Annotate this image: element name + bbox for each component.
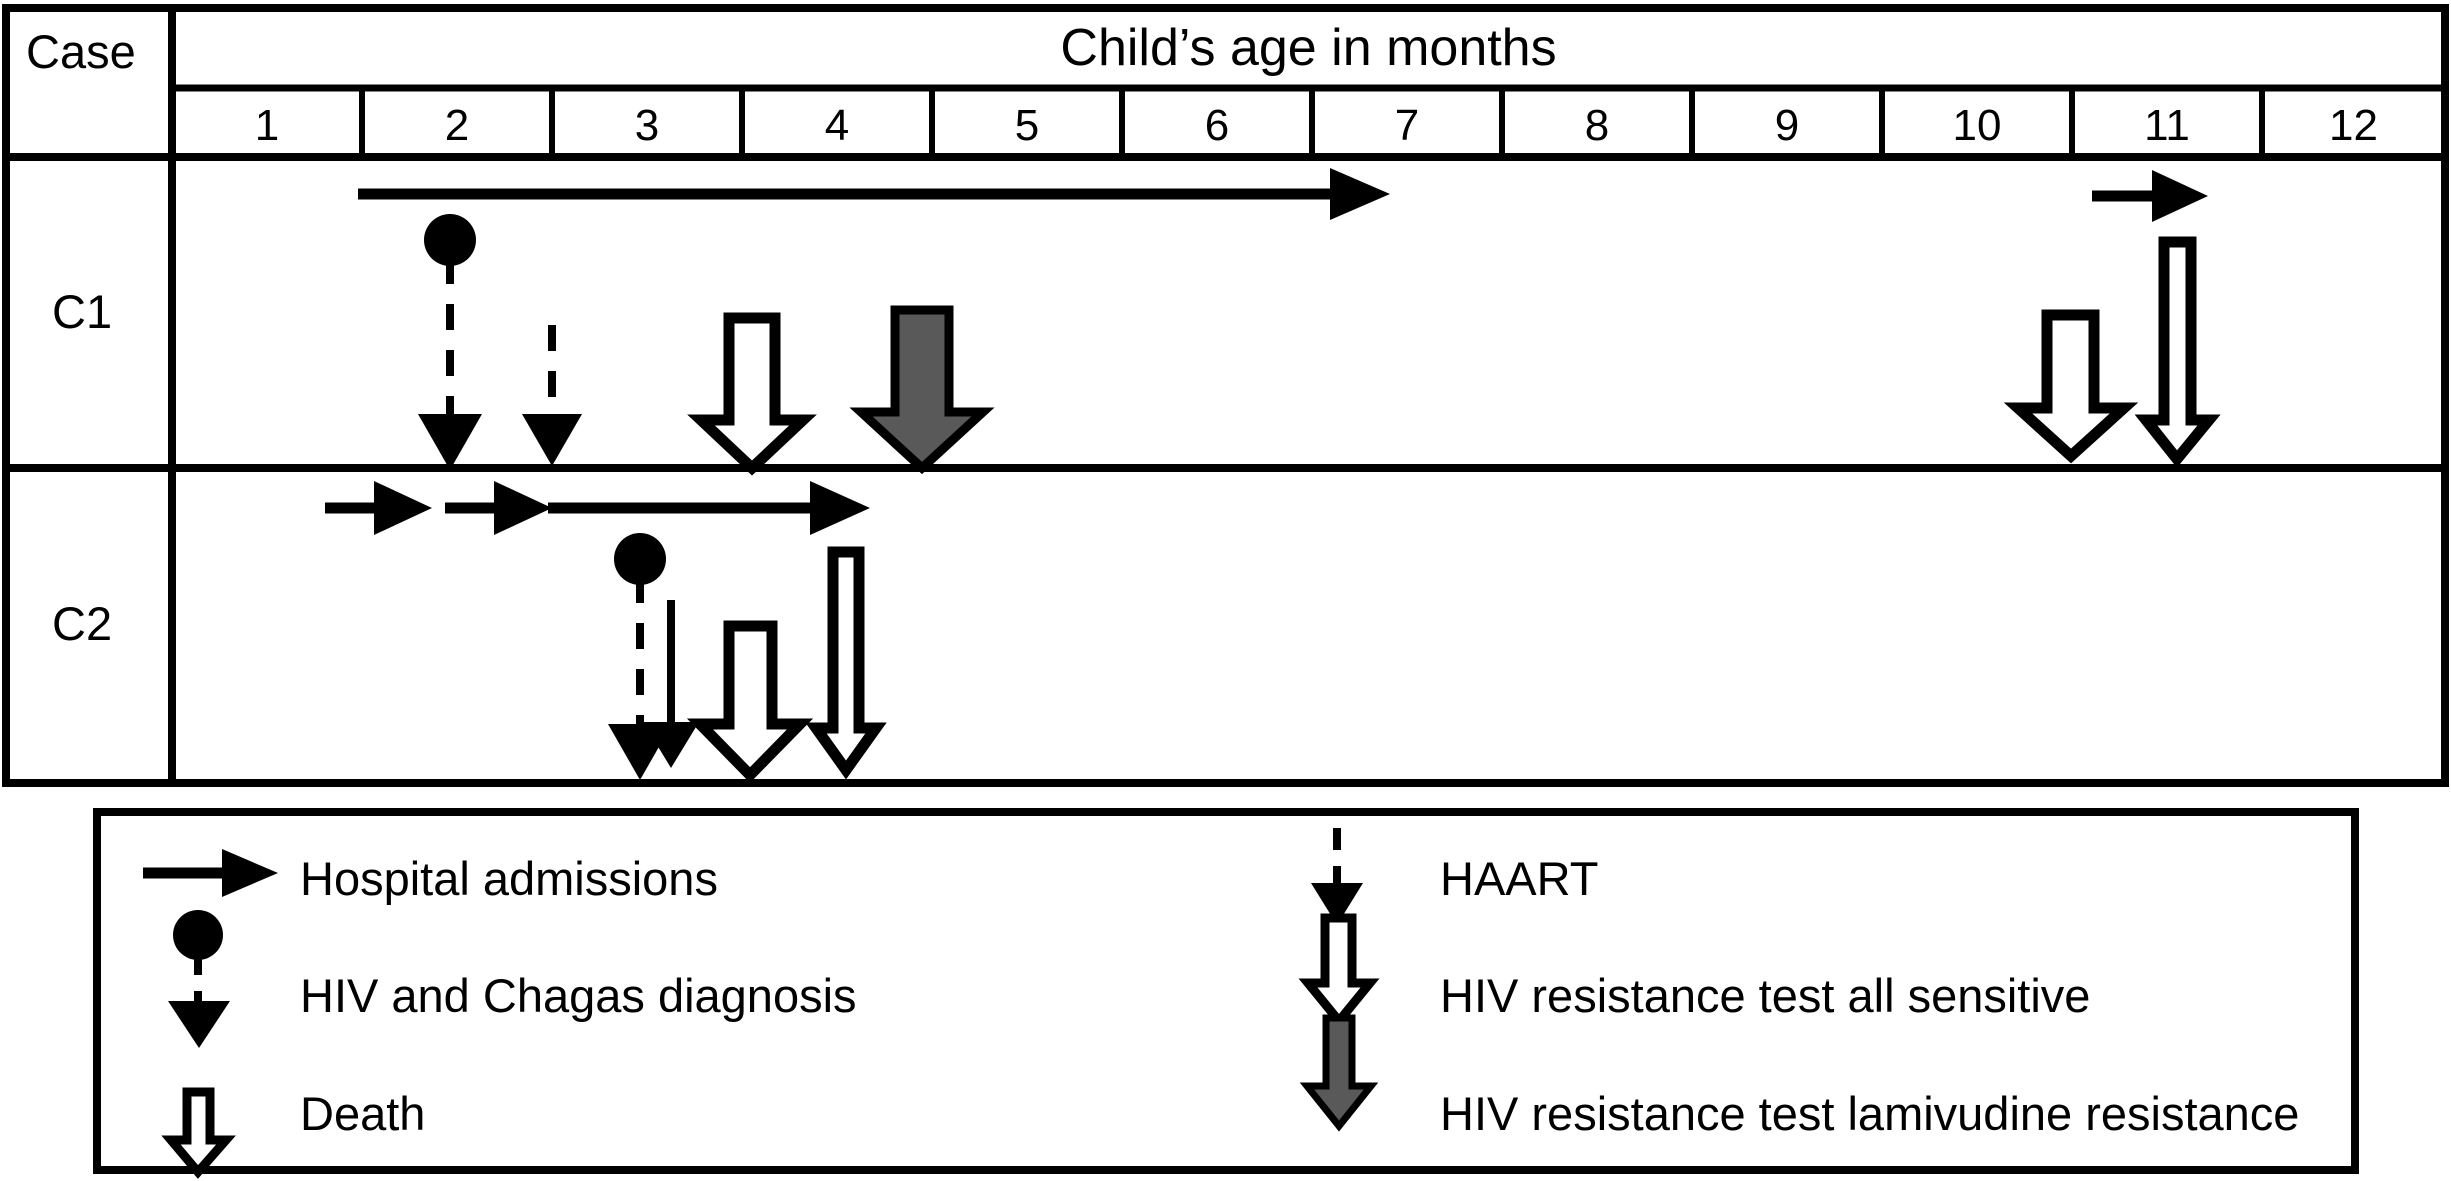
month-label-3: 3 — [634, 101, 660, 150]
row-label-c2: C2 — [52, 597, 113, 650]
timeline-title: Child’s age in months — [1060, 19, 1557, 77]
month-label-12: 12 — [2329, 101, 2378, 150]
month-label-2: 2 — [444, 101, 470, 150]
month-label-8: 8 — [1584, 101, 1610, 150]
legend-label-hiv-resistance-lamivudine: HIV resistance test lamivudine resistanc… — [1440, 1087, 2300, 1140]
month-label-7: 7 — [1394, 101, 1420, 150]
month-column-dividers — [359, 88, 2265, 157]
month-label-1: 1 — [254, 101, 280, 150]
row-c2-markers — [325, 481, 887, 783]
legend-label-haart: HAART — [1440, 852, 1599, 905]
hospital-admission-arrow — [325, 481, 432, 535]
row-c1-markers — [358, 168, 2221, 476]
hiv-chagas-diagnosis-marker — [418, 214, 482, 470]
dashed-down-arrow-icon — [1311, 828, 1363, 925]
month-label-11: 11 — [2144, 101, 2190, 150]
hiv-resistance-all-sensitive-marker — [687, 312, 817, 476]
legend-label-death: Death — [300, 1087, 426, 1140]
hiv-resistance-lamivudine-marker — [849, 305, 995, 475]
legend-label-hiv-resistance-all-sensitive: HIV resistance test all sensitive — [1440, 969, 2091, 1022]
hiv-resistance-all-sensitive-marker — [686, 620, 814, 783]
hollow-wide-down-arrow-icon — [1298, 913, 1380, 1029]
death-marker — [2134, 236, 2221, 468]
hospital-admission-arrow — [2092, 170, 2208, 222]
haart-marker — [522, 325, 582, 466]
gray-filled-down-arrow-icon — [1299, 1014, 1379, 1132]
row-label-c1: C1 — [52, 285, 113, 338]
legend-label-hospital-admissions: Hospital admissions — [300, 852, 718, 905]
right-arrow-icon — [143, 849, 278, 897]
month-label-4: 4 — [824, 101, 850, 150]
month-label-5: 5 — [1014, 101, 1040, 150]
month-label-6: 6 — [1204, 101, 1230, 150]
hospital-admission-arrow — [358, 168, 1390, 220]
haart-marker — [643, 600, 699, 768]
hollow-narrow-down-arrow-icon — [161, 1087, 236, 1179]
hiv-resistance-all-sensitive-marker — [2003, 309, 2139, 464]
legend-box — [93, 808, 2359, 1174]
legend-icons-left — [143, 849, 278, 1179]
dot-dashed-down-arrow-icon — [168, 910, 230, 1048]
case-column-header: Case — [26, 25, 136, 78]
legend-label-hiv-chagas-diagnosis: HIV and Chagas diagnosis — [300, 969, 857, 1022]
table-grid — [2, 4, 2449, 787]
month-label-10: 10 — [1952, 101, 2002, 150]
hospital-admission-arrow — [445, 481, 552, 535]
legend-icons-right — [1298, 828, 1380, 1132]
hospital-admission-arrow — [548, 481, 870, 535]
month-label-9: 9 — [1774, 101, 1800, 150]
death-marker — [805, 546, 887, 780]
